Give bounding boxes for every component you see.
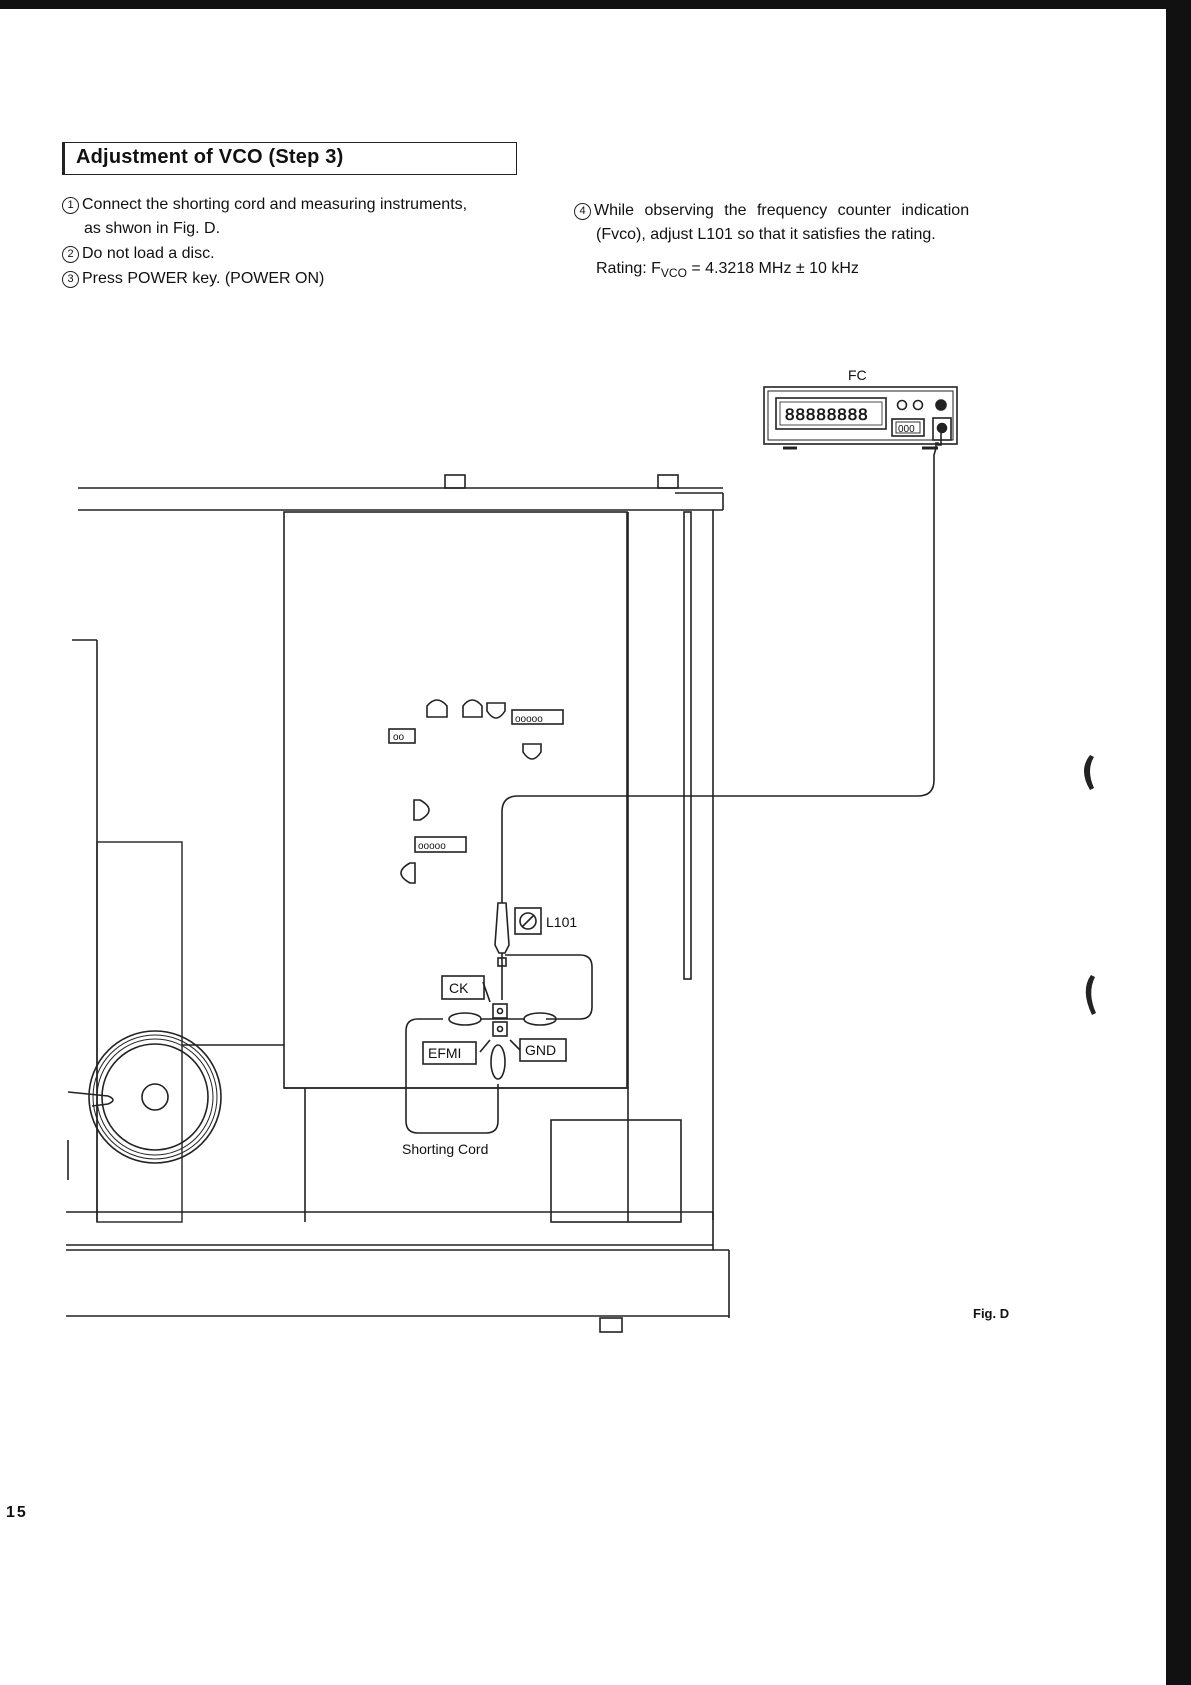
gnd-label: GND [525, 1042, 556, 1058]
step-1-continued: as shwon in Fig. D. [84, 220, 221, 237]
rating-line: Rating: FVCO = 4.3218 MHz ± 10 kHz [596, 260, 859, 280]
l101-label: L101 [546, 914, 577, 930]
fc-label: FC [848, 367, 867, 383]
step-4-continued: (Fvco), adjust L101 so that it satisfies… [596, 226, 936, 243]
connector-pins: ooooo [515, 714, 543, 725]
fc-button: 000 [898, 424, 915, 435]
fc-display: 88888888 [785, 405, 869, 424]
section-title: Adjustment of VCO (Step 3) [76, 146, 344, 168]
shorting-cord-label: Shorting Cord [402, 1141, 488, 1157]
connector-pins: ooooo [418, 841, 446, 852]
fc-cable [501, 433, 942, 903]
small-connector: oo [393, 732, 405, 743]
right-border [1166, 0, 1191, 1685]
step-number: 3 [62, 271, 79, 288]
disc-turntable [67, 1030, 222, 1180]
main-pcb [283, 511, 628, 1089]
figure-label: Fig. D [973, 1306, 1010, 1321]
top-border [0, 0, 1191, 9]
step-number: 4 [574, 203, 591, 220]
step-number: 1 [62, 197, 79, 214]
ck-label: CK [449, 980, 469, 996]
efmi-label: EFMI [428, 1045, 461, 1061]
step-number: 2 [62, 246, 79, 263]
section-title-box [62, 142, 517, 175]
frequency-counter [763, 386, 958, 450]
page-number: 15 [6, 1504, 28, 1521]
